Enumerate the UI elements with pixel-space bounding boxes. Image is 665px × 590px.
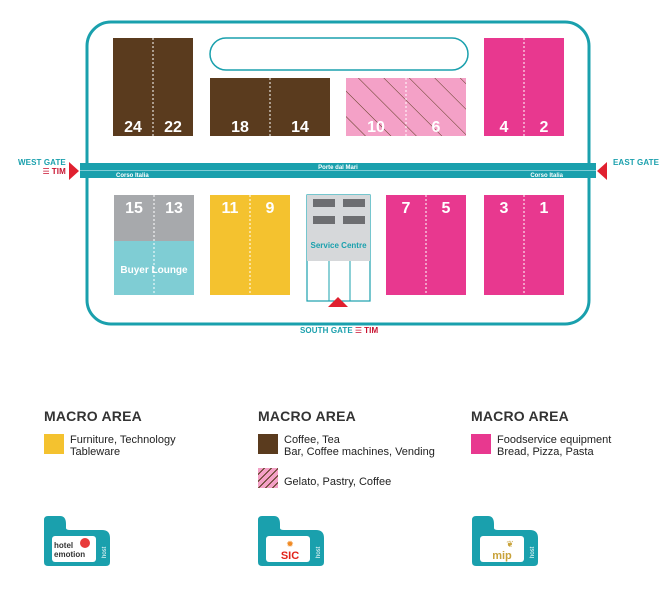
legend-line: Coffee, Tea (284, 434, 340, 446)
pink-swatch (471, 434, 491, 454)
hotel-emotion-mark-icon (80, 538, 90, 548)
sic-logo[interactable]: ✹ SIC host (256, 516, 326, 566)
road-center-label: Porte dal Mari (318, 165, 358, 171)
hall-number: 14 (291, 119, 309, 136)
west-gate-text: WEST GATE (18, 158, 66, 167)
brown-swatch (258, 434, 278, 454)
hall-number: 1 (540, 200, 549, 217)
road-left-label: Corso Italia (116, 173, 149, 179)
wheat-icon: ❦ (506, 540, 514, 550)
logo-host-text: host (530, 546, 536, 558)
hall-number: 10 (367, 119, 385, 136)
west-gate-tim: ☰ TIM (18, 167, 66, 176)
legend-column-2: MACRO AREA Coffee, Tea Bar, Coffee machi… (258, 408, 435, 498)
hall-number: 6 (432, 119, 441, 136)
sun-icon: ✹ (286, 540, 294, 550)
east-gate-label: EAST GATE (613, 158, 659, 167)
legend-line: Bar, Coffee machines, Vending (284, 446, 435, 458)
south-gate-label: SOUTH GATE ☰ TIM (300, 326, 378, 335)
top-pavilion (209, 37, 469, 71)
hall-number: 4 (500, 119, 509, 136)
hall-11-9[interactable]: 11 9 (210, 195, 290, 295)
hotel-emotion-logo[interactable]: hotel emotion host (42, 516, 112, 566)
hall-15-13[interactable]: Buyer Lounge 15 13 (114, 195, 194, 295)
hall-24-22[interactable]: 24 22 (113, 38, 193, 136)
mip-logo[interactable]: ❦ mip host (470, 516, 540, 566)
legend-item: Foodservice equipment Bread, Pizza, Past… (471, 434, 611, 458)
logo-text: hotel (54, 541, 73, 550)
legend-line: Bread, Pizza, Pasta (497, 446, 594, 458)
tim-logo-icon: ☰ (42, 167, 50, 176)
hall-number: 2 (540, 119, 549, 136)
legend-item: Coffee, Tea Bar, Coffee machines, Vendin… (258, 434, 435, 458)
legend-item: Furniture, Technology Tableware (44, 434, 176, 458)
hall-number: 5 (442, 200, 451, 217)
west-gate-label: WEST GATE ☰ TIM (18, 158, 66, 176)
service-centre[interactable]: Service Centre (306, 194, 371, 302)
buyer-lounge-label: Buyer Lounge (120, 265, 188, 276)
macro-area-title: MACRO AREA (44, 408, 142, 424)
macro-area-title: MACRO AREA (471, 408, 569, 424)
hall-number: 9 (266, 200, 275, 217)
hall-number: 18 (231, 119, 249, 136)
yellow-swatch (44, 434, 64, 454)
hall-10-6[interactable]: 10 6 (346, 78, 466, 136)
east-gate-text: EAST GATE (613, 158, 660, 167)
hall-number: 3 (500, 200, 509, 217)
south-gate-marker[interactable] (328, 297, 348, 307)
macro-area-title: MACRO AREA (258, 408, 356, 424)
hall-number: 13 (165, 200, 183, 217)
hall-number: 15 (125, 200, 143, 217)
legend-item: Gelato, Pastry, Coffee (258, 468, 435, 488)
hall-number: 7 (402, 200, 411, 217)
legend-column-3: MACRO AREA Foodservice equipment Bread, … (471, 408, 611, 468)
tim-logo-icon: ☰ (354, 326, 363, 335)
hall-number: 24 (124, 119, 142, 136)
logo-text: SIC (281, 550, 299, 562)
south-gate-text: SOUTH GATE (300, 326, 353, 335)
legend-line: Gelato, Pastry, Coffee (284, 476, 392, 488)
legend-column-1: MACRO AREA Furniture, Technology Tablewa… (44, 408, 176, 468)
logo-host-text: host (316, 546, 322, 558)
west-gate-marker[interactable] (69, 162, 79, 180)
logo-host-text: host (102, 546, 108, 558)
legend-line: Furniture, Technology (70, 434, 176, 446)
road-right-label: Corso Italia (530, 173, 563, 179)
hall-number: 22 (164, 119, 182, 136)
legend-line: Foodservice equipment (497, 434, 612, 446)
hall-number: 11 (222, 200, 239, 217)
legend-line: Tableware (70, 446, 121, 458)
tim-text: TIM (51, 167, 66, 176)
logo-text: emotion (54, 550, 85, 559)
logo-text: mip (492, 550, 512, 562)
east-gate-marker[interactable] (597, 162, 607, 180)
pink-hatched-swatch (258, 468, 278, 488)
service-centre-label: Service Centre (310, 241, 367, 250)
tim-text: TIM (364, 326, 379, 335)
